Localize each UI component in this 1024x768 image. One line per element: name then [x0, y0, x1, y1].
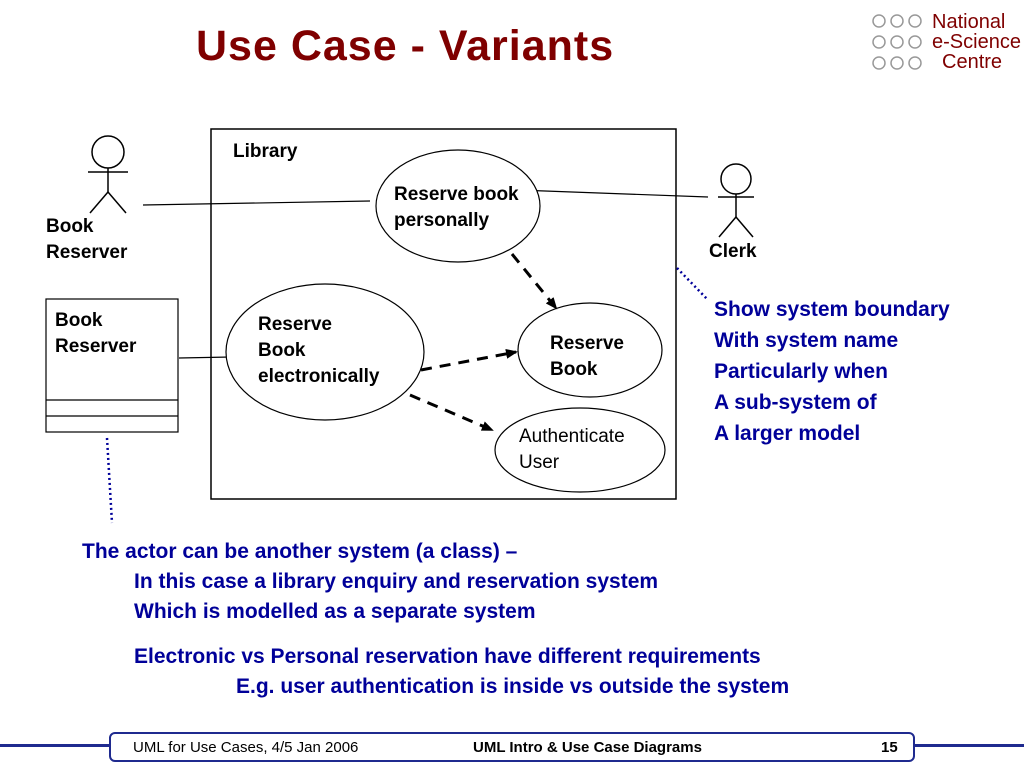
- actor-right-label: Clerk: [709, 241, 757, 262]
- boundary-note-line: A larger model: [714, 422, 861, 445]
- logo-line-1: National: [932, 11, 1006, 33]
- nesc-logo: National e-Science Centre: [870, 11, 1021, 74]
- logo-line-2: e-Science: [932, 31, 1021, 53]
- usecase-electronic-label: Reserve Book electronically: [258, 312, 379, 390]
- logo-line-3: Centre: [942, 51, 1003, 73]
- footer-center-text: UML Intro & Use Case Diagrams: [473, 739, 702, 756]
- callout-actor-dotted-line: [105, 437, 114, 524]
- logo-circles-icon: [872, 14, 922, 70]
- actor-left-label: Book Reserver: [46, 214, 127, 266]
- footer-page-number: 15: [881, 739, 898, 756]
- class-box-label: Book Reserver: [55, 308, 136, 360]
- usecase-auth-label-line-2: User: [519, 452, 560, 473]
- usecase-electronic-label-line-1: Reserve: [258, 314, 332, 335]
- boundary-note-line: With system name: [714, 329, 899, 352]
- boundary-note-line: Show system boundary: [714, 298, 950, 321]
- include-arrow-electronic-to-reserve: [420, 348, 518, 372]
- class-box-label-line-2: Reserver: [55, 336, 137, 357]
- actor-note-line-3: Which is modelled as a separate system: [134, 600, 536, 623]
- usecase-reserve-personally: [375, 149, 541, 263]
- usecase-reserve-book: [517, 302, 663, 398]
- system-boundary: [210, 128, 677, 500]
- boundary-note: Show system boundary With system name Pa…: [714, 294, 950, 449]
- usecase-reserve-label: Reserve Book: [550, 331, 624, 383]
- actor-left-label-line-2: Reserver: [46, 242, 128, 263]
- include-arrow-personal-to-reserve: [510, 253, 558, 310]
- footer-right-rule: [913, 744, 1024, 747]
- boundary-note-line: A sub-system of: [714, 391, 877, 414]
- callout-boundary-dotted-line: [676, 267, 709, 301]
- actor-note-line-1: The actor can be another system (a class…: [82, 540, 518, 563]
- include-arrow-electronic-to-auth: [409, 393, 494, 432]
- association-class-box: [178, 356, 232, 359]
- usecase-personal-label-line-1: Reserve book: [394, 184, 519, 205]
- usecase-personal-label: Reserve book personally: [394, 182, 519, 234]
- usecase-personal-label-line-2: personally: [394, 210, 490, 231]
- association-right-actor: [517, 189, 709, 198]
- usecase-electronic-label-line-2: Book: [258, 340, 306, 361]
- usecase-electronic-label-line-3: electronically: [258, 366, 380, 387]
- association-left-actor: [142, 200, 371, 206]
- variant-note-line-2: E.g. user authentication is inside vs ou…: [236, 675, 790, 698]
- boundary-note-line: Particularly when: [714, 360, 888, 383]
- actor-left-label-line-1: Book: [46, 216, 94, 237]
- actor-note-line-2: In this case a library enquiry and reser…: [134, 570, 659, 593]
- footer-left-rule: [0, 744, 111, 747]
- slide-title: Use Case - Variants: [196, 22, 615, 70]
- usecase-reserve-label-line-1: Reserve: [550, 333, 624, 354]
- actor-right-stick-figure: [718, 163, 754, 238]
- usecase-reserve-electronically: [225, 283, 425, 421]
- usecase-auth-label-line-1: Authenticate: [519, 426, 625, 447]
- usecase-auth-label: Authenticate User: [519, 424, 625, 476]
- variant-note-line-1: Electronic vs Personal reservation have …: [134, 645, 761, 668]
- footer-bar: UML for Use Cases, 4/5 Jan 2006 UML Intr…: [109, 732, 915, 762]
- usecase-authenticate-user: [494, 407, 666, 493]
- usecase-reserve-label-line-2: Book: [550, 359, 598, 380]
- class-box-label-line-1: Book: [55, 310, 103, 331]
- footer-left-text: UML for Use Cases, 4/5 Jan 2006: [133, 739, 359, 756]
- system-name-label: Library: [233, 141, 298, 162]
- class-box: [45, 298, 179, 433]
- actor-left-stick-figure: [88, 135, 128, 214]
